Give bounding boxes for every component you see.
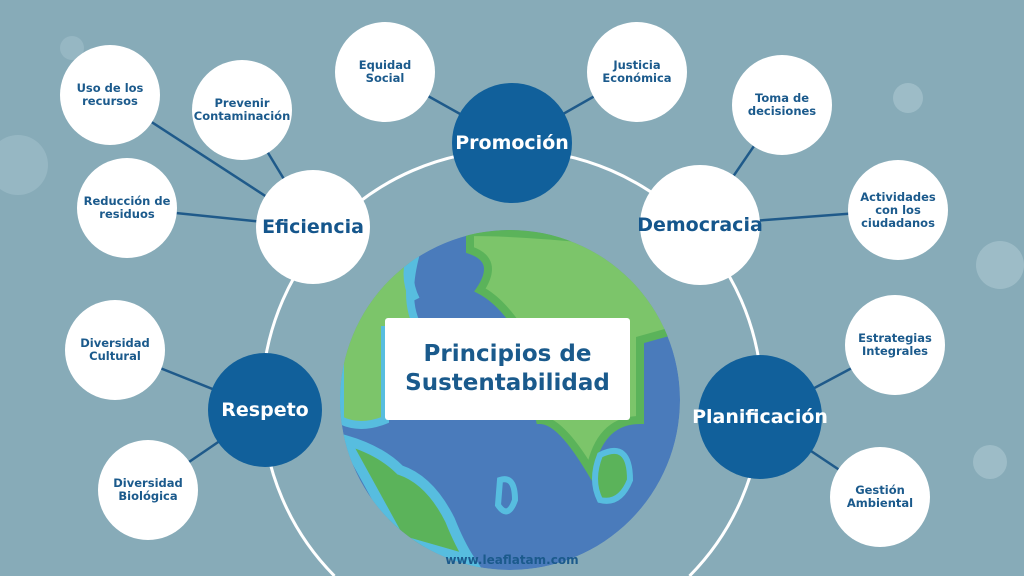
- sub-principle-node: Justicia Económica: [587, 22, 687, 122]
- sub-principle-node: Equidad Social: [335, 22, 435, 122]
- diagram-title: Principios de Sustentabilidad: [385, 318, 630, 420]
- principle-node-democracia: Democracia: [637, 165, 763, 285]
- sub-principle-node: Uso de los recursos: [60, 45, 160, 145]
- principle-node-planificacion: Planificación: [692, 355, 828, 479]
- sub-principle-node: Reducción de residuos: [77, 158, 177, 258]
- sub-principle-node: Actividades con los ciudadanos: [848, 160, 948, 260]
- decor-bubble: [60, 36, 84, 60]
- principle-node-respeto: Respeto: [208, 353, 322, 467]
- decor-bubble: [976, 241, 1024, 289]
- sub-principle-node: Toma de decisiones: [732, 55, 832, 155]
- sub-principle-node: Diversidad Cultural: [65, 300, 165, 400]
- principle-node-promocion: Promoción: [452, 83, 572, 203]
- decor-bubble: [893, 83, 923, 113]
- sub-principle-node: Prevenir Contaminación: [192, 60, 292, 160]
- decor-bubble: [973, 445, 1007, 479]
- sub-principle-node: Diversidad Biológica: [98, 440, 198, 540]
- sub-principle-node: Estrategias Integrales: [845, 295, 945, 395]
- sub-principle-node: Gestión Ambiental: [830, 447, 930, 547]
- principle-node-eficiencia: Eficiencia: [256, 170, 370, 284]
- decor-bubble: [0, 135, 48, 195]
- website-url[interactable]: www.leaflatam.com: [445, 553, 579, 567]
